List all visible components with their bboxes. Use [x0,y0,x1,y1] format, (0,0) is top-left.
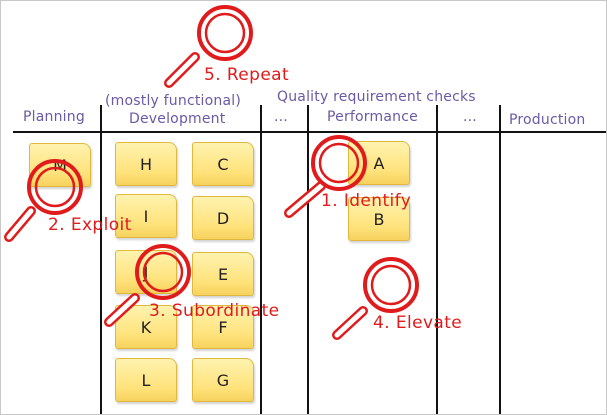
sticky-note-i[interactable]: I [115,194,177,238]
column-divider-1 [100,105,102,414]
header-divider [13,131,606,133]
magnifier-icon-subordinate [104,244,191,327]
note-label: L [141,370,151,390]
step-elevate: 4. Elevate [373,313,463,333]
note-label: E [217,264,229,284]
sticky-note-d[interactable]: D [192,196,254,240]
column-divider-4 [436,105,438,414]
note-label: K [140,317,152,337]
sticky-note-b[interactable]: B [348,197,410,241]
header-planning: Planning [23,109,85,125]
note-label: C [217,154,229,174]
header-performance: Performance [327,109,418,125]
step-exploit: 2. Exploit [48,215,132,235]
magnifier-icon-identify [284,135,367,218]
magnifier-icon-elevate [332,257,419,340]
header-production: Production [509,112,586,128]
magnifier-icon-repeat [164,5,253,88]
note-label: A [373,153,385,173]
note-label: D [216,208,230,228]
step-repeat: 5. Repeat [204,65,290,85]
sticky-note-f[interactable]: F [192,305,254,349]
sticky-note-j[interactable]: J [115,250,177,294]
note-label: J [143,262,149,282]
note-label: I [143,206,149,226]
column-divider-3 [307,105,309,414]
header-development: Development [129,111,226,127]
note-label: H [139,154,153,174]
sticky-note-g[interactable]: G [192,358,254,402]
note-label: F [218,317,228,337]
header-dots-left: ... [274,109,288,125]
header-quality-checks: Quality requirement checks [277,89,476,105]
note-label: B [373,209,385,229]
column-divider-5 [499,105,501,414]
note-label: G [216,370,230,390]
header-dots-right: ... [463,109,477,125]
sticky-note-l[interactable]: L [115,358,177,402]
sticky-note-e[interactable]: E [192,252,254,296]
sticky-note-c[interactable]: C [192,142,254,186]
header-development-subtitle: (mostly functional) [105,93,241,109]
column-divider-2 [260,105,262,414]
step-subordinate: 3. Subordinate [149,301,280,321]
magnifier-icon-exploit [4,159,83,242]
step-identify: 1. Identify [321,191,412,211]
sticky-note-h[interactable]: H [115,142,177,186]
